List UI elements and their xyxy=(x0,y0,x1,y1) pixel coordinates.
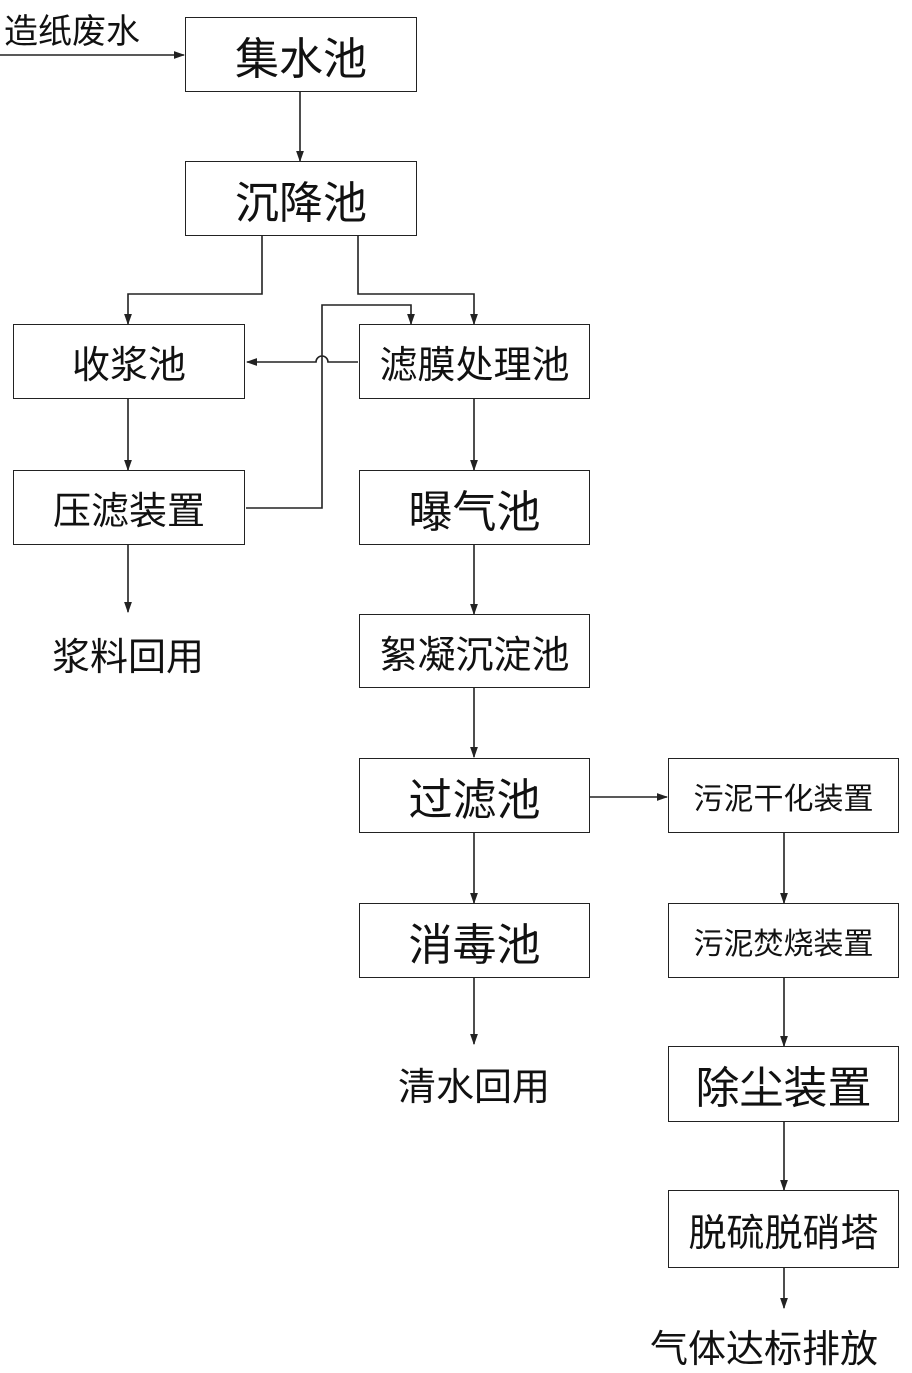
filter-tank-box: 过滤池 xyxy=(359,758,590,833)
flocculation-tank-box: 絮凝沉淀池 xyxy=(359,614,590,688)
water-reuse-label: 清水回用 xyxy=(398,1065,551,1109)
collect-tank-box: 集水池 xyxy=(185,17,417,92)
arrow-press-to-membrane xyxy=(246,304,415,509)
sludge-dryer-box: 污泥干化装置 xyxy=(668,758,899,833)
settling-tank-box: 沉降池 xyxy=(185,161,417,236)
arrow-settling-to-membrane xyxy=(357,236,478,326)
desulfurization-tower-box: 脱硫脱硝塔 xyxy=(668,1190,899,1268)
pulp-tank-box: 收浆池 xyxy=(13,324,245,399)
disinfection-tank-box: 消毒池 xyxy=(359,903,590,978)
dust-remover-box: 除尘装置 xyxy=(668,1046,899,1122)
input-label: 造纸废水 xyxy=(4,12,140,52)
sludge-incinerator-box: 污泥焚烧装置 xyxy=(668,903,899,978)
arrow-settling-to-pulp xyxy=(124,236,263,326)
filter-press-box: 压滤装置 xyxy=(13,470,245,545)
membrane-tank-box: 滤膜处理池 xyxy=(359,324,590,399)
aeration-tank-box: 曝气池 xyxy=(359,470,590,545)
gas-emission-label: 气体达标排放 xyxy=(650,1327,879,1371)
arrow-membrane-to-pulp xyxy=(245,355,358,366)
pulp-reuse-label: 浆料回用 xyxy=(52,635,205,679)
